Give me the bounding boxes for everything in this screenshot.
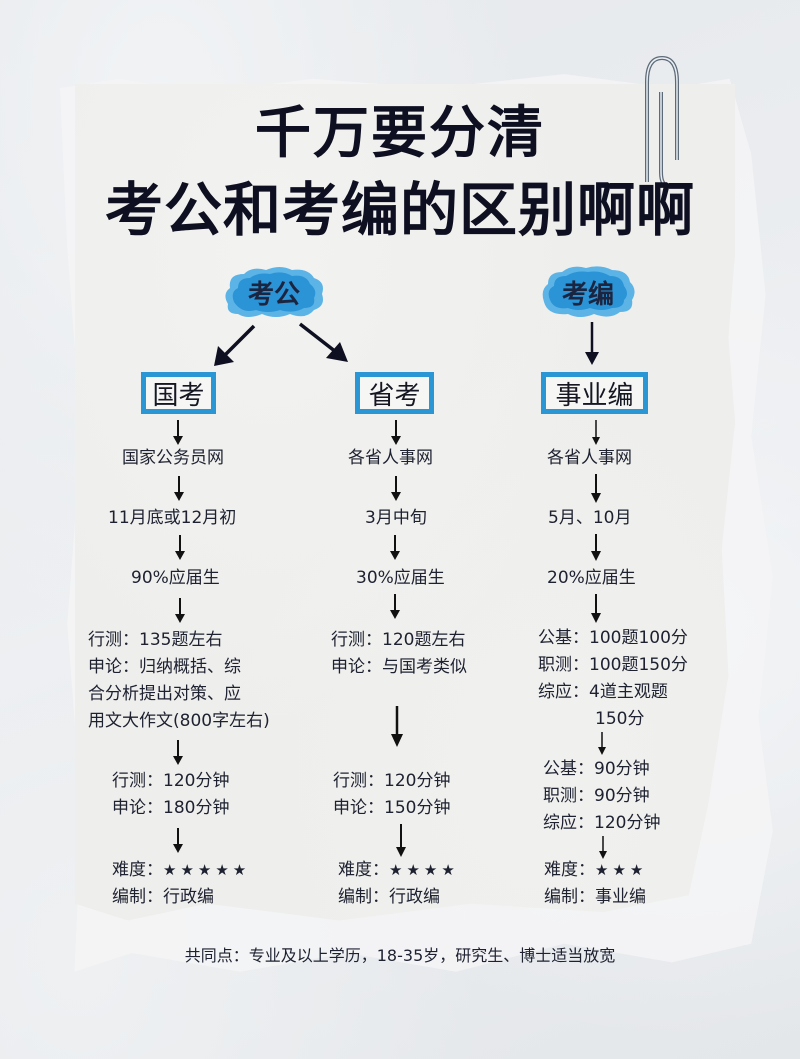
shiyebian-duration-line: 公基：90分钟 xyxy=(543,759,650,779)
shengkao-difficulty: 难度：★★★★ xyxy=(338,857,459,884)
arrow-down-icon xyxy=(173,740,183,765)
shengkao-staffing: 编制：行政编 xyxy=(338,887,440,907)
arrow-down-icon xyxy=(599,836,607,859)
arrow-down-icon xyxy=(174,476,184,501)
shengkao-content-line: 申论：与国考类似 xyxy=(331,657,467,677)
guokao-website: 国家公务员网 xyxy=(122,448,224,468)
title-line-2: 考公和考编的区别啊啊 xyxy=(104,176,695,244)
arrow-down-icon xyxy=(173,420,183,445)
arrow-down-icon xyxy=(591,594,601,623)
shengkao-graduate-ratio: 30%应届生 xyxy=(356,568,445,588)
difficulty-label: 难度： xyxy=(112,860,163,880)
arrow-down-icon xyxy=(173,828,183,853)
arrow-down-icon xyxy=(592,420,600,445)
guokao-content-line: 行测：135题左右 xyxy=(88,630,223,650)
shiyebian-content-line: 职测：100题150分 xyxy=(538,655,688,675)
guokao-content-line: 合分析提出对策、应 xyxy=(88,684,241,704)
shengkao-duration-line: 行测：120分钟 xyxy=(333,771,451,791)
cloud-shape-icon xyxy=(542,266,635,317)
category-kaogong-badge: 考公 xyxy=(222,264,326,320)
star-rating-icon: ★★★★ xyxy=(389,861,459,879)
shiyebian-content-line: 公基：100题100分 xyxy=(538,628,688,648)
common-points-footer: 共同点：专业及以上学历，18-35岁，研究生、博士适当放宽 xyxy=(184,946,616,965)
guokao-exam-time: 11月底或12月初 xyxy=(108,508,237,528)
guokao-content-line: 用文大作文(800字左右) xyxy=(88,711,270,731)
heading-guokao: 国考 xyxy=(141,372,216,414)
shengkao-content-line: 行测：120题左右 xyxy=(331,630,466,650)
arrow-down-icon xyxy=(175,598,185,623)
guokao-graduate-ratio: 90%应届生 xyxy=(131,568,220,588)
arrow-down-icon xyxy=(175,535,185,560)
guokao-staffing: 编制：行政编 xyxy=(112,887,214,907)
shiyebian-staffing: 编制：事业编 xyxy=(544,887,646,907)
guokao-difficulty: 难度：★★★★★ xyxy=(112,857,250,884)
arrow-down-icon xyxy=(390,535,400,560)
shiyebian-duration-line: 综应：120分钟 xyxy=(543,813,661,833)
difficulty-label: 难度： xyxy=(338,860,389,880)
title-line-1: 千万要分清 xyxy=(255,101,545,166)
guokao-duration-line: 申论：180分钟 xyxy=(112,798,230,818)
category-kaogong-label: 考公 xyxy=(247,279,300,310)
shiyebian-website: 各省人事网 xyxy=(547,448,632,468)
arrow-down-icon xyxy=(396,824,406,857)
arrow-down-left-icon xyxy=(214,324,256,366)
arrow-down-icon xyxy=(591,474,601,503)
shiyebian-content-line: 150分 xyxy=(595,709,645,729)
category-kaobian-badge: 考编 xyxy=(540,264,636,320)
shiyebian-duration-line: 职测：90分钟 xyxy=(543,786,650,806)
paperclip-icon xyxy=(645,55,679,188)
arrow-down-icon xyxy=(391,420,401,445)
star-rating-icon: ★★★★★ xyxy=(163,861,251,879)
cloud-shape-icon xyxy=(225,267,323,317)
category-kaobian-label: 考编 xyxy=(561,279,614,310)
arrow-down-icon xyxy=(598,732,606,755)
shiyebian-exam-time: 5月、10月 xyxy=(548,508,632,528)
heading-shiyebian: 事业编 xyxy=(541,372,648,414)
guokao-content-line: 申论：归纳概括、综 xyxy=(88,657,241,677)
guokao-duration-line: 行测：120分钟 xyxy=(112,771,230,791)
heading-shengkao: 省考 xyxy=(355,372,434,414)
arrow-down-icon xyxy=(585,322,599,365)
shengkao-website: 各省人事网 xyxy=(348,448,433,468)
difficulty-label: 难度： xyxy=(544,860,595,880)
star-rating-icon: ★★★ xyxy=(595,861,648,879)
arrow-down-right-icon xyxy=(298,322,348,362)
arrow-down-icon xyxy=(591,534,601,561)
shiyebian-content-line: 综应：4道主观题 xyxy=(538,682,668,702)
shengkao-duration-line: 申论：150分钟 xyxy=(333,798,451,818)
shiyebian-difficulty: 难度：★★★ xyxy=(544,857,647,884)
shengkao-exam-time: 3月中旬 xyxy=(365,508,427,528)
paper-card xyxy=(75,84,735,921)
arrow-down-icon xyxy=(391,706,403,747)
arrow-down-icon xyxy=(391,476,401,501)
arrow-down-icon xyxy=(390,594,400,619)
shiyebian-graduate-ratio: 20%应届生 xyxy=(547,568,636,588)
